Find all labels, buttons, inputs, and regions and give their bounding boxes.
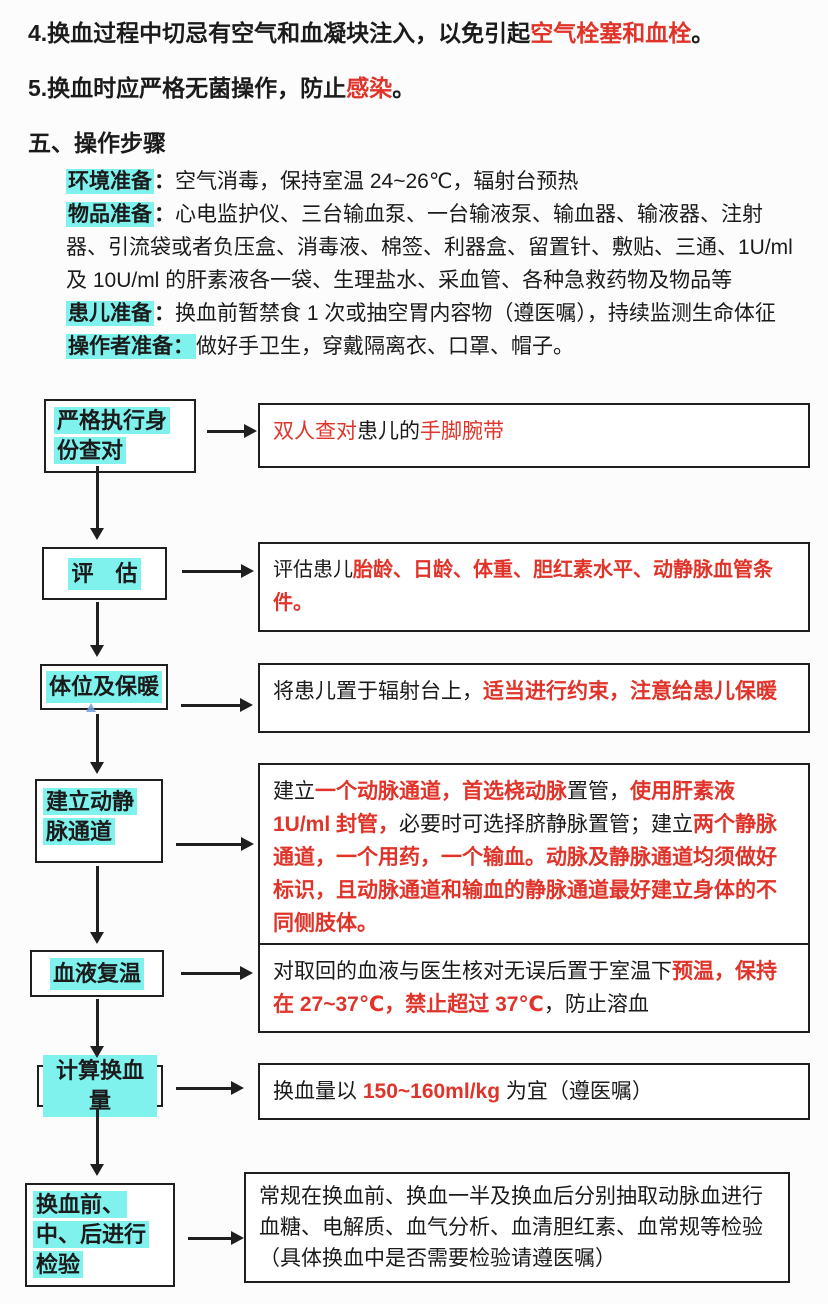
flow-box-vascular-access: 建立动静脉通道 bbox=[35, 779, 163, 863]
prep-label: 操作者准备： bbox=[66, 334, 196, 359]
preparation-list: 环境准备：空气消毒，保持室温 24~26℃，辐射台预热 物品准备：心电监护仪、三… bbox=[66, 165, 804, 363]
prep-text: 换血前暂禁食 1 次或抽空胃内容物（遵医嘱），持续监测生命体征 bbox=[175, 302, 776, 325]
prep-colon: ： bbox=[154, 302, 175, 325]
flow-detail-identity-check: 双人查对患儿的手脚腕带 bbox=[258, 403, 810, 468]
arrow-down-icon bbox=[90, 714, 104, 774]
prep-operator: 操作者准备：做好手卫生，穿戴隔离衣、口罩、帽子。 bbox=[66, 330, 804, 363]
detail-text-red: 双人查对 bbox=[273, 420, 357, 443]
flow-detail-lab-tests: 常规在换血前、换血一半及换血后分别抽取动脉血进行血糖、电解质、血气分析、血清胆红… bbox=[244, 1172, 790, 1283]
arrow-right-icon bbox=[182, 564, 254, 578]
intro-section: 4.换血过程中切忌有空气和血凝块注入，以免引起空气栓塞和血栓。 5.换血时应严格… bbox=[28, 18, 804, 363]
detail-text: ，防止溶血 bbox=[543, 993, 649, 1016]
flow-box-blood-rewarming: 血液复温 bbox=[30, 950, 164, 997]
prep-label: 患儿准备 bbox=[66, 301, 154, 326]
arrow-right-icon bbox=[181, 966, 253, 980]
flow-box-lab-tests: 换血前、中、后进行检验 bbox=[25, 1183, 175, 1287]
note-point-5: 5.换血时应严格无菌操作，防止感染。 bbox=[28, 73, 804, 103]
flow-detail-vascular-access: 建立一个动脉通道，首选桡动脉置管，使用肝素液 1U/ml 封管，必要时可选择脐静… bbox=[258, 763, 810, 952]
arrow-down-icon bbox=[90, 999, 104, 1058]
prep-patient: 患儿准备：换血前暂禁食 1 次或抽空胃内容物（遵医嘱），持续监测生命体征 bbox=[66, 297, 804, 330]
note-text-red: 空气栓塞和血栓 bbox=[530, 20, 692, 46]
flow-detail-assessment: 评估患儿胎龄、日龄、体重、胆红素水平、动静脉血管条件。 bbox=[258, 542, 810, 632]
note-text: 4.换血过程中切忌有空气和血凝块注入，以免引起 bbox=[28, 20, 531, 46]
flow-detail-blood-rewarming: 对取回的血液与医生核对无误后置于室温下预温，保持在 27~37℃，禁止超过 37… bbox=[258, 943, 810, 1033]
detail-text-red: 胎龄、日龄、体重、胆红素水平、动静脉血管条件。 bbox=[273, 559, 773, 614]
detail-text: 必要时可选择脐静脉置管；建立 bbox=[399, 813, 694, 836]
arrow-right-icon bbox=[181, 698, 253, 712]
prep-supplies: 物品准备：心电监护仪、三台输血泵、一台输液泵、输血器、输液器、注射器、引流袋或者… bbox=[66, 198, 804, 297]
prep-colon: ： bbox=[154, 170, 175, 193]
detail-text: 常规在换血前、换血一半及换血后分别抽取动脉血进行血糖、电解质、血气分析、血清胆红… bbox=[259, 1185, 763, 1270]
arrow-right-icon bbox=[176, 837, 254, 851]
section-title: 五、操作步骤 bbox=[28, 130, 166, 156]
flow-box-assessment: 评 估 bbox=[42, 547, 167, 600]
flow-box-identity-check: 严格执行身份查对 bbox=[44, 399, 196, 473]
detail-text-red: 使用肝素液 1U/ml 封管， bbox=[273, 780, 735, 836]
flow-box-label: 建立动静脉通道 bbox=[43, 788, 138, 845]
flow-box-label: 评 估 bbox=[68, 557, 141, 590]
prep-label: 环境准备 bbox=[66, 169, 154, 194]
stray-caret-icon bbox=[86, 703, 96, 712]
note-text: 。 bbox=[392, 75, 416, 101]
detail-text-red: 150~160ml/kg bbox=[362, 1080, 501, 1103]
prep-colon: ： bbox=[154, 203, 175, 226]
arrow-right-icon bbox=[176, 1081, 244, 1095]
flow-box-position-warmth: 体位及保暖 bbox=[40, 664, 168, 710]
note-text: 5.换血时应严格无菌操作，防止 bbox=[28, 75, 347, 101]
flow-box-label: 血液复温 bbox=[49, 957, 144, 990]
detail-text-red: 两个静脉通道，一个用药，一个输血。动脉及静脉通道均须做好标识，且动脉通道和输血的… bbox=[273, 813, 778, 935]
flow-detail-exchange-volume: 换血量以 150~160ml/kg 为宜（遵医嘱） bbox=[258, 1063, 810, 1120]
prep-text: 心电监护仪、三台输血泵、一台输液泵、输血器、输液器、注射器、引流袋或者负压盒、消… bbox=[66, 203, 793, 292]
note-point-4: 4.换血过程中切忌有空气和血凝块注入，以免引起空气栓塞和血栓。 bbox=[28, 18, 804, 48]
flow-box-label: 计算换血量 bbox=[43, 1055, 157, 1117]
detail-text: 置管， bbox=[567, 780, 630, 803]
prep-text: 空气消毒，保持室温 24~26℃，辐射台预热 bbox=[175, 170, 579, 193]
arrow-down-icon bbox=[90, 602, 104, 657]
flow-box-label: 严格执行身份查对 bbox=[54, 407, 171, 464]
detail-text: 换血量以 bbox=[273, 1080, 363, 1103]
flow-detail-position-warmth: 将患儿置于辐射台上，适当进行约束，注意给患儿保暖 bbox=[258, 663, 810, 733]
prep-label: 物品准备 bbox=[66, 202, 154, 227]
arrow-down-icon bbox=[90, 866, 104, 944]
prep-text: 做好手卫生，穿戴隔离衣、口罩、帽子。 bbox=[196, 335, 574, 358]
flow-box-exchange-volume: 计算换血量 bbox=[37, 1055, 163, 1117]
flow-box-label: 换血前、中、后进行检验 bbox=[33, 1191, 150, 1278]
arrow-down-icon bbox=[90, 466, 104, 540]
detail-text: 患儿的 bbox=[357, 420, 420, 443]
arrow-right-icon bbox=[188, 1231, 244, 1245]
detail-text-red: 适当进行约束，注意给患儿保暖 bbox=[483, 680, 777, 703]
arrow-right-icon bbox=[207, 424, 257, 438]
note-text-red: 感染 bbox=[346, 75, 393, 101]
detail-text-red: 一个动脉通道，首选桡动脉 bbox=[315, 780, 567, 803]
detail-text: 对取回的血液与医生核对无误后置于室温下 bbox=[273, 960, 672, 983]
flow-box-label: 体位及保暖 bbox=[46, 671, 162, 703]
detail-text: 建立 bbox=[273, 780, 315, 803]
detail-text-red: 预温，保持在 27~37℃，禁止超过 37℃ bbox=[273, 960, 777, 1016]
detail-text: 将患儿置于辐射台上， bbox=[273, 680, 483, 703]
note-text: 。 bbox=[691, 20, 715, 46]
detail-text: 评估患儿 bbox=[273, 559, 353, 581]
prep-environment: 环境准备：空气消毒，保持室温 24~26℃，辐射台预热 bbox=[66, 165, 804, 198]
detail-text: 为宜（遵医嘱） bbox=[500, 1080, 653, 1103]
arrow-down-icon bbox=[90, 1108, 104, 1176]
detail-text-red: 手脚腕带 bbox=[420, 420, 504, 443]
